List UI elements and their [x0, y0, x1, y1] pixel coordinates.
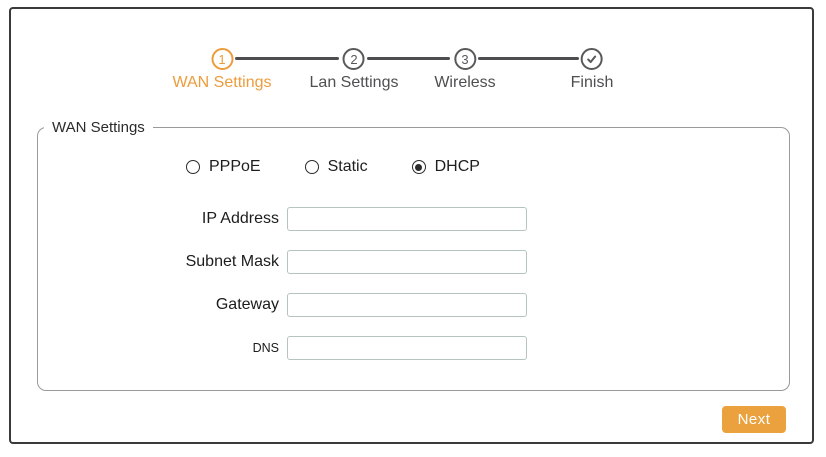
gateway-label: Gateway [215, 296, 279, 313]
ip-address-label: IP Address [201, 210, 279, 227]
ip-address-input[interactable] [287, 207, 527, 231]
form-row-ip-address: IP Address [38, 207, 789, 231]
radio-static-label: Static [327, 158, 368, 175]
step-2-label: Lan Settings [309, 74, 399, 91]
form-row-gateway: Gateway [38, 293, 789, 317]
wan-form: IP Address Subnet Mask Gateway DNS [38, 207, 789, 360]
form-row-dns: DNS [38, 336, 789, 360]
setup-wizard-panel: 1 WAN Settings 2 Lan Settings 3 Wireless… [9, 7, 814, 444]
dns-label: DNS [252, 341, 279, 355]
connection-type-radio-group: PPPoE Static DHCP [186, 158, 789, 176]
step-finish-label: Finish [570, 74, 614, 91]
step-finish-circle [581, 48, 603, 70]
radio-static[interactable]: Static [304, 158, 368, 176]
step-3-circle: 3 [454, 48, 476, 70]
step-wan-settings[interactable]: 1 WAN Settings [173, 48, 272, 92]
subnet-mask-label: Subnet Mask [185, 253, 279, 270]
stepper-connector [235, 57, 339, 60]
stepper-connector [478, 57, 579, 60]
wan-settings-fieldset: WAN Settings PPPoE Static DHCP IP Addres… [37, 119, 790, 391]
radio-circle-icon [411, 160, 426, 174]
gateway-input[interactable] [287, 293, 527, 317]
form-row-subnet-mask: Subnet Mask [38, 250, 789, 274]
radio-circle-icon [186, 160, 200, 174]
stepper-connector [367, 57, 450, 60]
radio-pppoe-label: PPPoE [209, 158, 261, 175]
dns-input[interactable] [287, 336, 527, 360]
step-finish[interactable]: Finish [570, 48, 614, 92]
wan-settings-legend: WAN Settings [52, 119, 145, 136]
step-wireless[interactable]: 3 Wireless [434, 48, 496, 92]
radio-circle-icon [304, 160, 319, 174]
wizard-stepper: 1 WAN Settings 2 Lan Settings 3 Wireless… [11, 9, 812, 109]
step-1-label: WAN Settings [172, 74, 272, 91]
radio-dhcp[interactable]: DHCP [411, 158, 480, 176]
check-icon [586, 53, 598, 65]
step-2-circle: 2 [342, 48, 365, 70]
step-lan-settings[interactable]: 2 Lan Settings [309, 48, 399, 92]
step-1-circle: 1 [211, 48, 233, 70]
step-3-label: Wireless [434, 74, 496, 91]
radio-dhcp-label: DHCP [434, 158, 480, 175]
subnet-mask-input[interactable] [287, 250, 527, 274]
radio-pppoe[interactable]: PPPoE [186, 158, 261, 176]
next-button[interactable]: Next [722, 406, 786, 433]
